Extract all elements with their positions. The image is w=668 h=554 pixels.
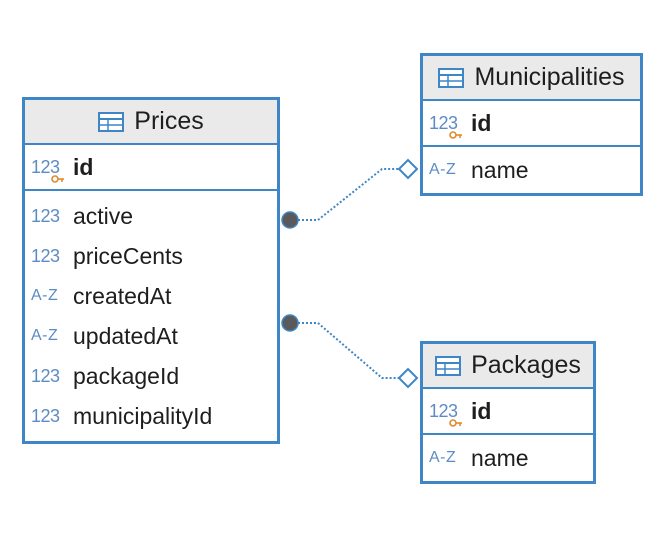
numeric-type-icon: 123 [31,245,60,266]
relationship-prices-municipalities[interactable] [281,158,419,229]
entity-title: Municipalities [474,63,625,91]
key-icon [449,418,462,427]
table-icon [435,355,462,376]
entity-header: Prices [25,100,277,145]
column-row[interactable]: 123 id [25,153,94,183]
text-type-icon: A-Z [429,449,457,466]
numeric-type-icon: 123 [429,113,465,139]
numeric-type-icon: 123 [429,401,465,427]
column-row[interactable]: 123 id [423,397,492,427]
table-icon [98,111,125,132]
column-row[interactable]: 123 priceCents [25,236,277,276]
column-name: active [73,202,134,229]
column-row[interactable]: A-Z name [423,438,593,478]
columns-section: 123 active 123 priceCents A-Z createdAt … [25,191,277,441]
entity-municipalities[interactable]: Municipalities 123 id A-Z name [420,53,643,196]
text-type-icon: A-Z [31,287,59,304]
columns-section: A-Z name [423,147,640,193]
columns-section: A-Z name [423,435,593,481]
column-name: name [471,156,529,183]
text-type-icon: A-Z [429,161,457,178]
column-name: id [73,153,94,180]
column-name: municipalityId [73,402,213,429]
column-name: createdAt [73,282,172,309]
entity-packages[interactable]: Packages 123 id A-Z name [420,341,596,484]
column-row[interactable]: 123 municipalityId [25,396,277,436]
one-end-diamond [397,367,419,389]
column-row[interactable]: 123 active [25,196,277,236]
column-row[interactable]: A-Z name [423,150,640,190]
column-name: name [471,444,529,471]
numeric-type-icon: 123 [31,205,60,226]
one-end-diamond [397,158,419,180]
entity-header: Municipalities [423,56,640,101]
column-name: id [471,397,492,424]
numeric-type-icon: 123 [31,405,60,426]
many-end-dot [281,211,299,229]
primary-key-section: 123 id [25,145,277,191]
key-icon [51,174,64,183]
table-icon [438,67,465,88]
entity-title: Packages [471,351,581,379]
primary-key-section: 123 id [423,101,640,147]
column-name: packageId [73,362,180,389]
connector-line [290,322,400,379]
many-end-dot [281,314,299,332]
connector-line [290,168,402,221]
primary-key-section: 123 id [423,389,593,435]
column-name: updatedAt [73,322,178,349]
entity-header: Packages [423,344,593,389]
key-icon [449,130,462,139]
column-row[interactable]: 123 id [423,109,492,139]
column-row[interactable]: A-Z createdAt [25,276,277,316]
entity-title: Prices [134,107,204,135]
numeric-type-icon: 123 [31,365,60,386]
column-name: priceCents [73,242,183,269]
relationship-prices-packages[interactable] [281,314,419,389]
numeric-type-icon: 123 [31,157,67,183]
column-row[interactable]: 123 packageId [25,356,277,396]
column-name: id [471,109,492,136]
entity-prices[interactable]: Prices 123 id 123 active 123 priceCents … [22,97,280,444]
column-row[interactable]: A-Z updatedAt [25,316,277,356]
text-type-icon: A-Z [31,327,59,344]
